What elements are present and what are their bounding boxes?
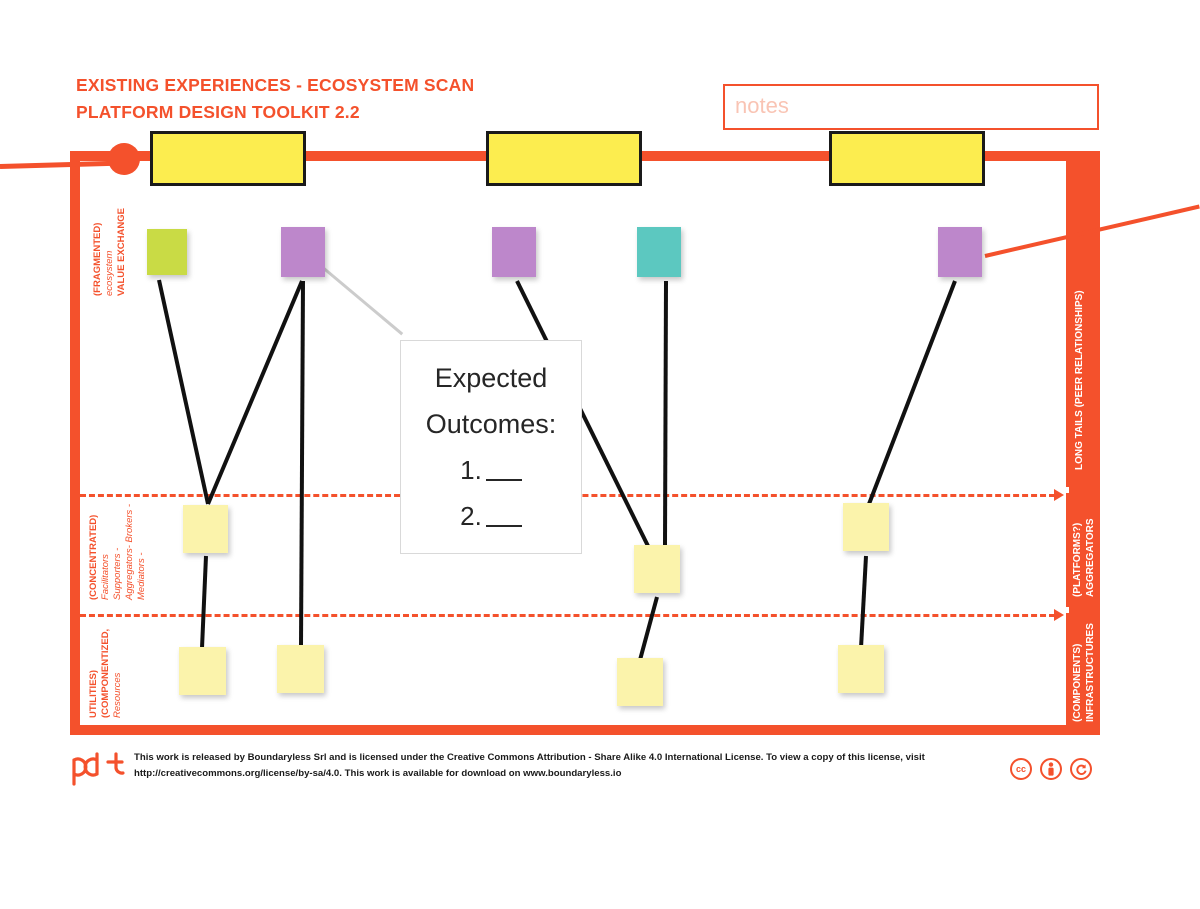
sticky-purple-3[interactable]: [938, 227, 982, 277]
left-label-mediators-line-3: Supporters -: [112, 547, 123, 600]
callout-item-2-number: 2.: [460, 501, 482, 531]
left-label-resources-line-1: Resources: [112, 672, 123, 718]
right-label-infrastructures: INFRASTRUCTURES(COMPONENTS): [1072, 623, 1097, 722]
left-label-mediators-line-4: Facilitators: [100, 554, 111, 600]
sticky-yellow-1[interactable]: [183, 505, 228, 553]
callout-title-line-2: Outcomes:: [425, 409, 557, 439]
connector-sticky-purple-3-to-sticky-yellow-3: [867, 280, 957, 505]
connector-sticky-yellow-3-to-sticky-yellow-7: [859, 555, 868, 649]
callout-item-1-blank[interactable]: [485, 461, 522, 481]
left-label-resources: Resources(COMPONENTIZED,UTILITIES): [88, 629, 124, 718]
connector-sticky-teal-1-to-sticky-yellow-2: [663, 280, 668, 546]
page-title: EXISTING EXPERIENCES - ECOSYSTEM SCAN PL…: [76, 72, 474, 126]
incoming-flow-line: [0, 160, 126, 169]
callout-item-2[interactable]: 2.: [401, 493, 581, 539]
divider-infrastructures: [80, 614, 1055, 617]
timeline-start-dot[interactable]: [108, 143, 140, 175]
callout-title-line-1: Expected: [434, 363, 548, 393]
callout-leader-line: [317, 262, 404, 336]
divider-aggregators-arrowhead: [1054, 489, 1064, 501]
band-notch-upper: [1066, 487, 1069, 493]
license-line-2: http://creativecommons.org/license/by-sa…: [134, 767, 622, 779]
license-text: This work is released by Boundaryless Sr…: [134, 750, 964, 781]
divider-infrastructures-arrowhead: [1054, 609, 1064, 621]
sticky-yellow-4[interactable]: [179, 647, 226, 695]
connector-sticky-yellow-2-to-sticky-yellow-6: [638, 596, 659, 661]
notes-placeholder: notes: [735, 93, 789, 118]
sticky-yellow-3[interactable]: [843, 503, 889, 551]
right-label-infrastructures-line-2: (COMPONENTS): [1072, 643, 1083, 722]
connector-sticky-green-1-to-sticky-yellow-1: [157, 279, 210, 505]
left-label-mediators-line-2: Aggregators- Brokers -: [124, 503, 135, 600]
band-notch-lower: [1066, 607, 1069, 613]
pdt-logo-icon: [72, 752, 125, 786]
notes-field[interactable]: notes: [723, 84, 1099, 130]
timeline-card-2[interactable]: [486, 131, 642, 186]
title-line-2: PLATFORM DESIGN TOOLKIT 2.2: [76, 102, 360, 122]
timeline-card-1[interactable]: [150, 131, 306, 186]
timeline-segment-4: [985, 154, 1070, 161]
person-glyph: [1048, 762, 1054, 776]
left-label-value-exchange-line-1: VALUE EXCHANGE: [116, 208, 127, 296]
callout-item-1[interactable]: 1.: [401, 447, 581, 493]
sticky-yellow-2[interactable]: [634, 545, 680, 593]
right-label-aggregators: AGGREGATORS(PLATFORMS?): [1072, 518, 1097, 597]
left-label-value-exchange-line-3: (FRAGMENTED): [92, 222, 103, 296]
sticky-teal-1[interactable]: [637, 227, 681, 277]
expected-outcomes-callout[interactable]: Expected Outcomes: 1. 2.: [400, 340, 582, 554]
sticky-yellow-5[interactable]: [277, 645, 324, 693]
connector-sticky-purple-1-to-sticky-yellow-5: [299, 280, 305, 647]
callout-item-1-number: 1.: [460, 455, 482, 485]
right-label-aggregators-line-1: AGGREGATORS: [1084, 518, 1096, 597]
timeline-segment-2: [306, 154, 486, 161]
right-label-long-tails: LONG TAILS (PEER RELATIONSHIPS): [1074, 290, 1087, 470]
cc-icon: cc: [1010, 758, 1032, 780]
cc-sharealike-icon: [1070, 758, 1092, 780]
left-label-mediators-line-1: Mediators -: [136, 552, 147, 600]
cc-by-person-icon: [1040, 758, 1062, 780]
left-label-resources-line-2: (COMPONENTIZED,: [100, 628, 111, 718]
left-label-value-exchange-line-2: ecosystem: [104, 250, 115, 296]
left-label-mediators: Mediators -Aggregators- Brokers -Support…: [88, 504, 148, 600]
callout-item-2-blank[interactable]: [485, 507, 522, 527]
timeline-card-3[interactable]: [829, 131, 985, 186]
frame-right-band: [1066, 151, 1100, 735]
left-label-resources-line-3: UTILITIES): [88, 669, 99, 718]
right-label-infrastructures-line-1: INFRASTRUCTURES: [1084, 623, 1096, 722]
right-label-aggregators-line-2: (PLATFORMS?): [1072, 522, 1083, 597]
creative-commons-icons: cc: [1010, 758, 1092, 780]
frame-left-edge: [70, 151, 80, 735]
right-label-long-tails-line-1: LONG TAILS (PEER RELATIONSHIPS): [1074, 290, 1085, 470]
connector-sticky-yellow-1-to-sticky-purple-1: [206, 280, 304, 505]
left-label-mediators-line-5: (CONCENTRATED): [88, 514, 99, 600]
circular-arrow-glyph: [1075, 763, 1087, 775]
timeline-segment-3: [642, 154, 829, 161]
license-line-1: This work is released by Boundaryless Sr…: [134, 752, 925, 763]
sticky-yellow-7[interactable]: [838, 645, 884, 693]
frame-bottom-edge: [70, 725, 1100, 735]
sticky-yellow-6[interactable]: [617, 658, 663, 706]
sticky-purple-1[interactable]: [281, 227, 325, 277]
title-line-1: EXISTING EXPERIENCES - ECOSYSTEM SCAN: [76, 75, 475, 95]
connector-sticky-yellow-1-to-sticky-yellow-4: [200, 555, 208, 649]
sticky-purple-2[interactable]: [492, 227, 536, 277]
sticky-green-1[interactable]: [147, 229, 187, 275]
pdt-logo: [70, 748, 126, 793]
